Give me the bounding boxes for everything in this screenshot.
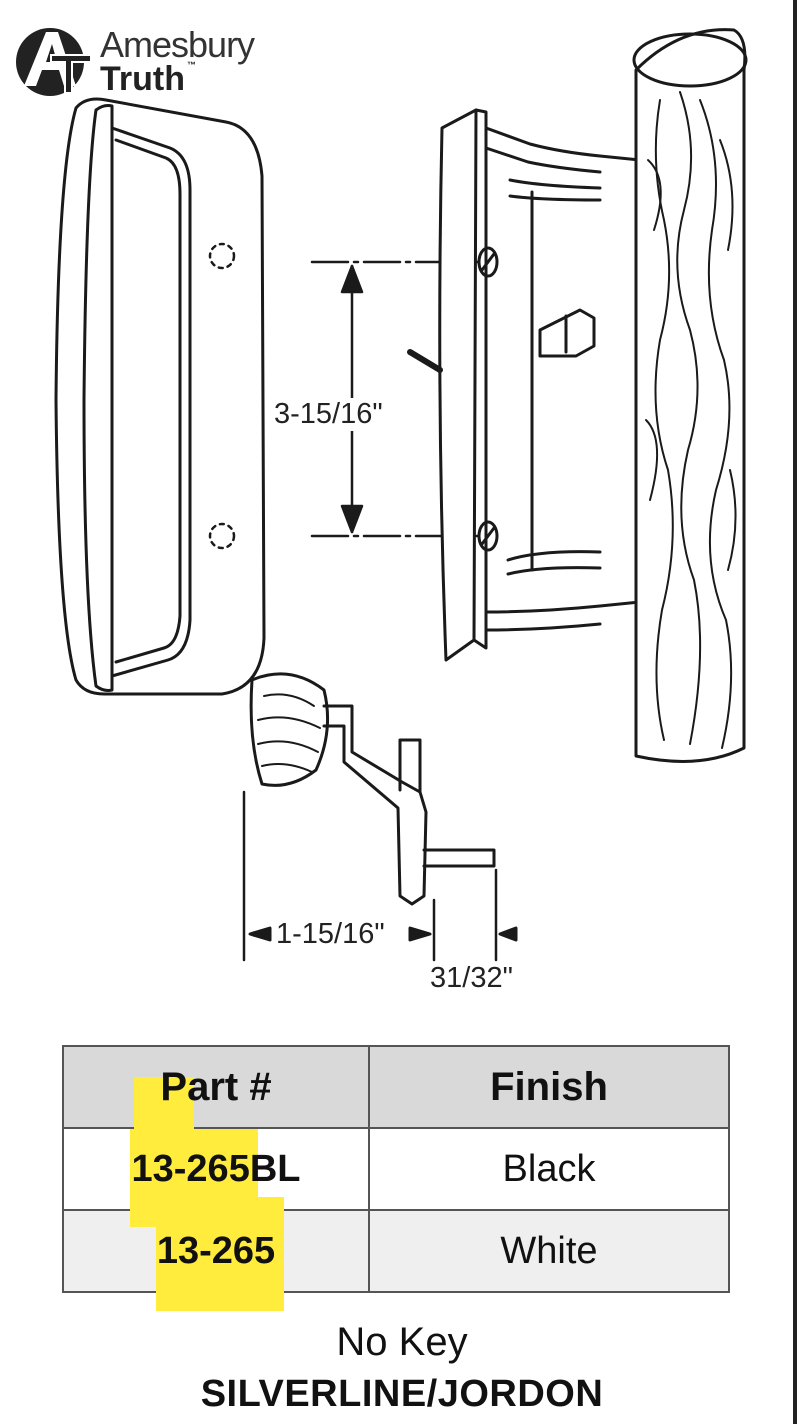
part-number-cell: 13-265BL xyxy=(62,1127,370,1227)
compatible-brand: SILVERLINE/JORDON xyxy=(200,1373,604,1415)
table-header-row: Part # Finish xyxy=(62,1045,730,1131)
at-monogram-icon xyxy=(16,28,92,96)
projection-dimension-label: 1-15/16" xyxy=(276,918,385,950)
exterior-escutcheon-drawing xyxy=(407,108,642,662)
interior-pull-drawing xyxy=(54,97,266,696)
spindle-dimension-label: 31/32" xyxy=(430,962,513,995)
table-row: 13-265 White xyxy=(62,1197,730,1311)
wood-grip-drawing xyxy=(632,28,748,763)
highlight-mark xyxy=(156,1197,284,1311)
part-number-header: Part # xyxy=(62,1045,370,1131)
table-row: 13-265BL Black xyxy=(62,1127,730,1227)
finish-header: Finish xyxy=(368,1045,730,1129)
height-dimension-label: 3-15/16" xyxy=(274,398,383,431)
logo-line-1: Amesbury xyxy=(100,24,255,65)
part-number-cell: 13-265 xyxy=(62,1197,370,1311)
finish-cell: White xyxy=(368,1209,730,1293)
highlight-mark xyxy=(134,1077,194,1131)
thumb-turn-drawing xyxy=(242,672,518,962)
key-note: No Key xyxy=(336,1320,468,1364)
handle-technical-drawing xyxy=(54,28,748,962)
page-edge-rule xyxy=(793,0,797,1424)
part-finish-table: Part # Finish 13-265BL Black 13-265 Whit… xyxy=(62,1045,730,1311)
finish-cell: Black xyxy=(368,1127,730,1211)
